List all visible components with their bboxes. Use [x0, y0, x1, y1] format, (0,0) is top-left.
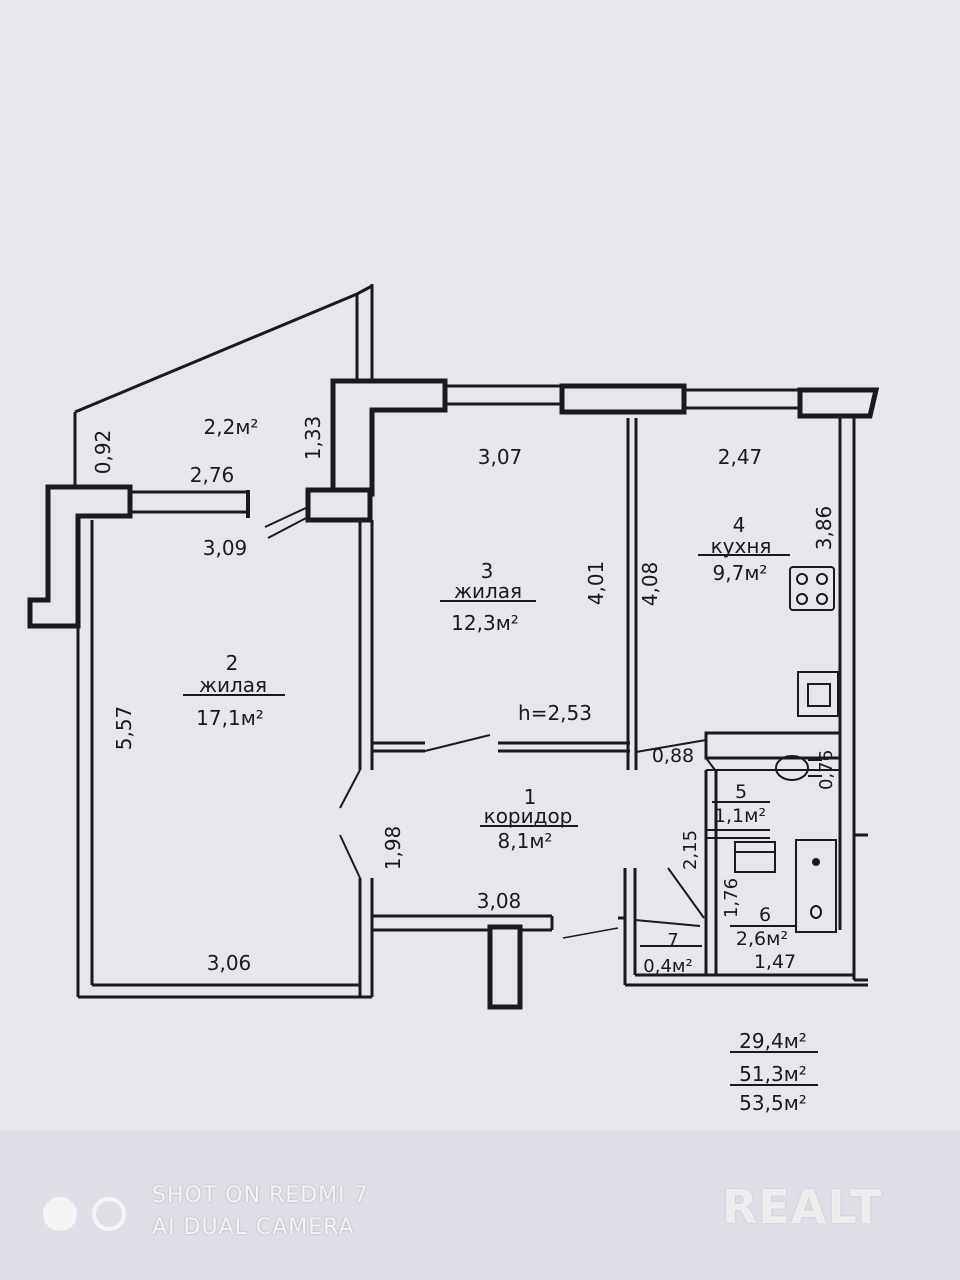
dim-0-76: 0,76 [816, 750, 837, 790]
watermark-dot-outline [92, 1197, 126, 1231]
walls [27, 284, 880, 1010]
room-4-name: кухня [711, 534, 772, 558]
dim-1-47: 1,47 [754, 951, 796, 973]
toilet-icon [775, 755, 822, 781]
room-2-area: 17,1м² [196, 706, 264, 730]
washbasin-icon [734, 841, 776, 873]
room-3-area: 12,3м² [451, 611, 519, 635]
dim-1-33: 1,33 [301, 416, 325, 461]
dim-2-15: 2,15 [680, 830, 701, 870]
room-5-number: 5 [735, 781, 747, 803]
camera-watermark-line2: AI DUAL CAMERA [152, 1215, 355, 1240]
fixtures [734, 566, 839, 933]
room-2-number: 2 [226, 651, 239, 675]
room-1-name: коридор [484, 804, 573, 828]
dim-3-09: 3,09 [203, 536, 248, 560]
dim-5-57: 5,57 [112, 706, 136, 751]
room-4-number: 4 [733, 513, 746, 537]
room-1-area: 8,1м² [498, 829, 553, 853]
room-3-number: 3 [481, 559, 494, 583]
dim-4-01: 4,01 [584, 561, 608, 606]
dim-3-07: 3,07 [478, 445, 523, 469]
total-living-area: 29,4м² [739, 1029, 807, 1053]
watermark-dot-filled [43, 1197, 77, 1231]
realt-logo: REALT [722, 1180, 883, 1234]
camera-watermark-line1: SHOT ON REDMI 7 [152, 1183, 369, 1208]
dim-3-08: 3,08 [477, 889, 522, 913]
room-7-number: 7 [667, 930, 678, 951]
room-5-area: 1,1м² [714, 805, 766, 827]
room-3-name: жилая [454, 579, 522, 603]
dim-4-08: 4,08 [638, 562, 662, 607]
room-7-area: 0,4м² [643, 956, 692, 977]
total-area-with-balcony: 53,5м² [739, 1091, 807, 1115]
ceiling-height: h=2,53 [518, 701, 592, 725]
dim-2-76: 2,76 [190, 463, 235, 487]
sink-icon [797, 671, 839, 717]
room-6-number: 6 [759, 904, 771, 926]
bathtub-icon [795, 839, 837, 933]
room-2-name: жилая [199, 673, 267, 697]
dim-0-88: 0,88 [652, 745, 694, 767]
room-1-number: 1 [524, 785, 537, 809]
dim-0-92: 0,92 [91, 430, 115, 475]
room-4-area: 9,7м² [713, 561, 768, 585]
balcony-area: 2,2м² [204, 415, 259, 439]
dim-1-76: 1,76 [721, 878, 742, 918]
dim-3-06: 3,06 [207, 951, 252, 975]
dim-2-47: 2,47 [718, 445, 763, 469]
dim-3-86: 3,86 [812, 506, 836, 551]
stove-icon [789, 566, 835, 611]
room-6-area: 2,6м² [736, 928, 788, 950]
total-area: 51,3м² [739, 1062, 807, 1086]
dim-1-98: 1,98 [381, 826, 405, 871]
